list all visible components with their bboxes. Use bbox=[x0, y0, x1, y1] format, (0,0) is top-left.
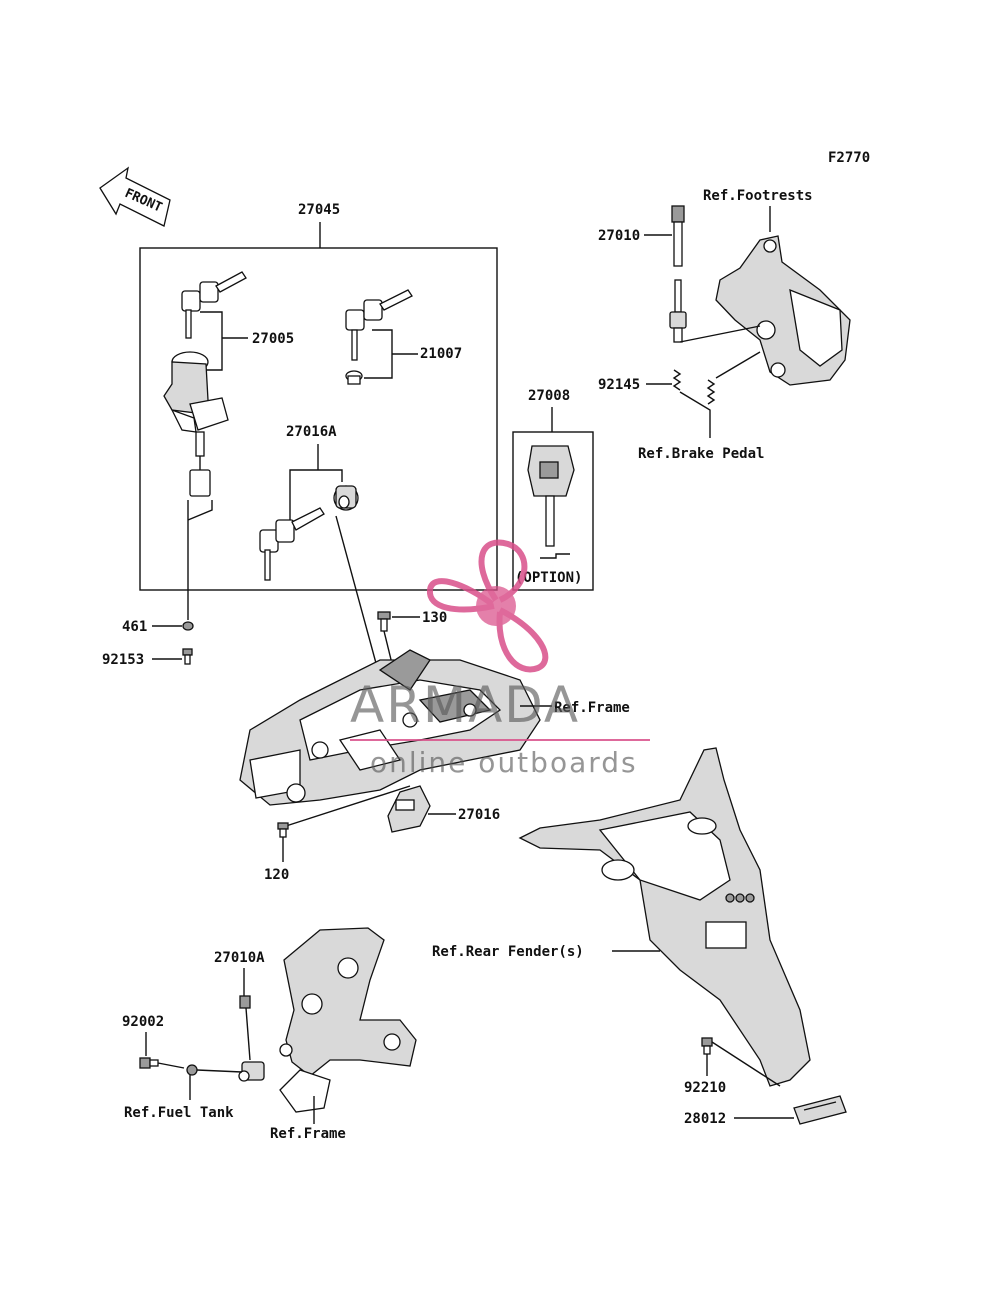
diagram-code: F2770 bbox=[828, 150, 870, 166]
reflector-28012-icon bbox=[793, 1095, 847, 1125]
ref-frame-top-label: Ref.Frame bbox=[554, 700, 630, 716]
part-27010-label: 27010 bbox=[598, 228, 640, 244]
rear-footrest-bracket-icon bbox=[279, 927, 417, 1113]
front-arrow-icon: FRONT bbox=[99, 166, 171, 227]
nut-461-icon bbox=[182, 621, 194, 631]
brake-light-switch-27010-icon bbox=[669, 205, 687, 343]
key-pair-21007-icon bbox=[345, 289, 413, 385]
part-28012-label: 28012 bbox=[684, 1111, 726, 1127]
lock-bracket-27016-icon bbox=[387, 785, 431, 833]
bolt-130-icon bbox=[377, 611, 391, 632]
ref-brake-pedal-label: Ref.Brake Pedal bbox=[638, 446, 764, 462]
bolt-92153-icon bbox=[182, 648, 193, 665]
brake-light-switch-27010A-icon bbox=[238, 995, 265, 1082]
part-27016-label: 27016 bbox=[458, 807, 500, 823]
bolt-92002-icon bbox=[139, 1057, 159, 1069]
part-120-label: 120 bbox=[264, 867, 289, 883]
key-27008-icon bbox=[527, 445, 575, 559]
key-pair-27016A-icon bbox=[259, 507, 325, 581]
part-27045-label: 27045 bbox=[298, 202, 340, 218]
key-pair-27005-icon bbox=[181, 271, 247, 339]
ref-frame-bottom-label: Ref.Frame bbox=[270, 1126, 346, 1142]
footrest-bracket-icon bbox=[715, 235, 851, 386]
bolt-92210-icon bbox=[701, 1037, 713, 1055]
part-27010A-label: 27010A bbox=[214, 950, 265, 966]
part-461-label: 461 bbox=[122, 619, 147, 635]
washer-icon bbox=[186, 1064, 198, 1076]
part-92210-label: 92210 bbox=[684, 1080, 726, 1096]
part-92153-label: 92153 bbox=[102, 652, 144, 668]
part-130-label: 130 bbox=[422, 610, 447, 626]
lock-cylinder-27016A-icon bbox=[333, 485, 359, 511]
kit-27008-box bbox=[512, 431, 594, 591]
part-92145-label: 92145 bbox=[598, 377, 640, 393]
part-21007-label: 21007 bbox=[420, 346, 462, 362]
watermark-tagline: online outboards bbox=[370, 746, 638, 779]
kit-27045-box bbox=[139, 247, 498, 591]
option-label: (OPTION) bbox=[515, 570, 582, 586]
part-27016A-label: 27016A bbox=[286, 424, 337, 440]
ref-fuel-tank-label: Ref.Fuel Tank bbox=[124, 1105, 234, 1121]
watermark-brand: ARMADA bbox=[350, 676, 580, 734]
rear-fender-icon bbox=[518, 747, 811, 1087]
armada-watermark: ARMADA online outboards bbox=[350, 539, 650, 779]
part-27005-label: 27005 bbox=[252, 331, 294, 347]
spring-92145-icon bbox=[672, 369, 716, 405]
ref-footrests-label: Ref.Footrests bbox=[703, 188, 813, 204]
ignition-switch-icon bbox=[163, 351, 229, 497]
part-27008-label: 27008 bbox=[528, 388, 570, 404]
ref-rear-fender-label: Ref.Rear Fender(s) bbox=[432, 944, 584, 960]
propeller-logo-icon bbox=[426, 539, 549, 673]
screw-120-icon bbox=[277, 822, 289, 838]
part-92002-label: 92002 bbox=[122, 1014, 164, 1030]
frame-assembly-icon bbox=[239, 649, 541, 806]
